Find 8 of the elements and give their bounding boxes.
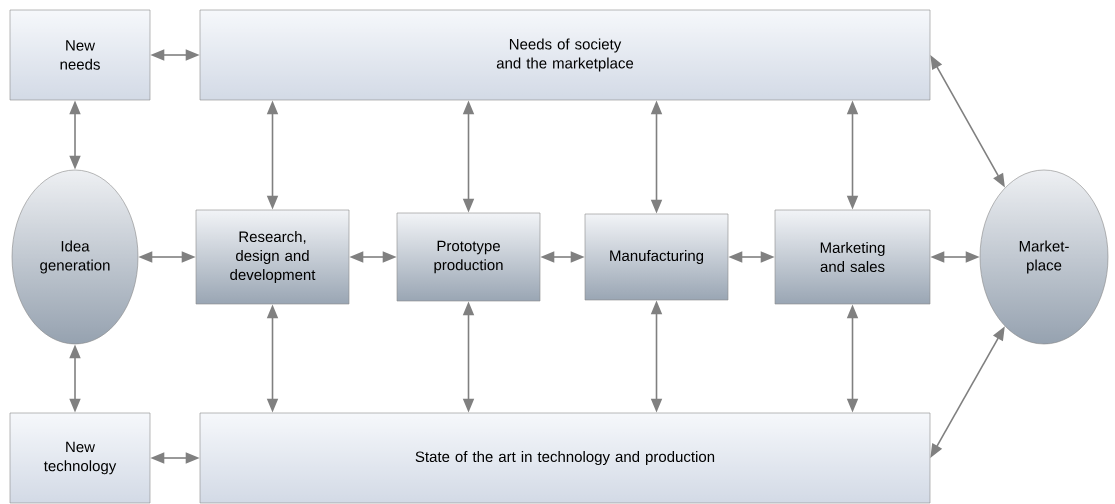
stage-box: Marketing and sales (774, 209, 931, 305)
process-box: State of the art in technology and production (199, 412, 931, 504)
process-box: New needs (9, 9, 151, 101)
process-box: New technology (9, 412, 151, 504)
stage-box: Manufacturing (584, 213, 729, 301)
process-box: Needs of society and the marketplace (199, 9, 931, 101)
stage-box: Research, design and development (195, 209, 350, 305)
stage-box: Prototype production (396, 212, 541, 302)
